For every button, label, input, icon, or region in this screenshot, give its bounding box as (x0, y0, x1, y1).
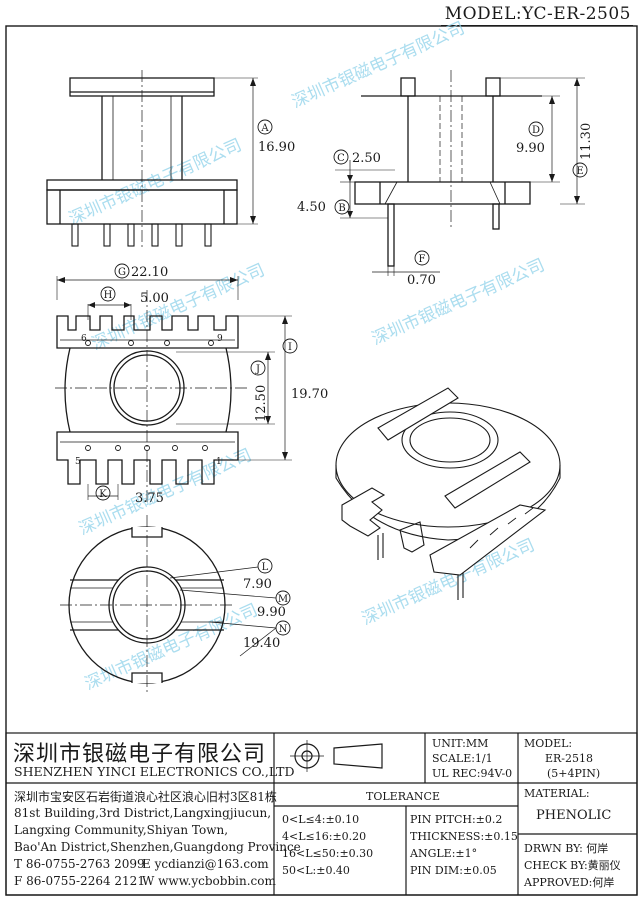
tolerance-left-4: 50<L:±0.40 (282, 864, 350, 877)
drawing-symbol (290, 740, 383, 772)
dimension-marker-c (333, 149, 349, 165)
dim-n-value: 19.40 (243, 636, 280, 651)
isometric-view (335, 387, 561, 600)
dim-f-value: 0.70 (407, 273, 436, 288)
dim-h-value: 5.00 (140, 291, 169, 306)
bottom-view (55, 276, 292, 505)
dim-m-value: 9.90 (257, 605, 286, 620)
watermark-text: 深圳市银磁电子有限公司 (66, 135, 245, 229)
side-view (335, 70, 585, 276)
tolerance-left-3: 16<L≤50:±0.30 (282, 847, 374, 860)
dimension-marker-g (114, 263, 130, 279)
dimension-marker-m (275, 590, 291, 606)
dim-i-value: 19.70 (291, 387, 328, 402)
drawn-by: DRWN BY: 何岸 (524, 842, 609, 855)
dim-b-letter: B (338, 203, 345, 214)
dim-e-letter: E (576, 166, 583, 177)
watermark-text: 深圳市银磁电子有限公司 (289, 18, 468, 112)
dimension-marker-b (334, 199, 350, 215)
dim-d-letter: D (532, 125, 540, 136)
tolerance-right-4: PIN DIM:±0.05 (410, 864, 497, 877)
model-pins: (5+4PIN) (547, 767, 601, 780)
tolerance-left-1: 0<L≤4:±0.10 (282, 813, 360, 826)
pin-label-9: 9 (217, 334, 223, 344)
dim-g-letter: G (118, 267, 126, 278)
tolerance-right-2: THICKNESS:±0.15 (410, 830, 518, 843)
tolerance-title: TOLERANCE (366, 790, 440, 803)
unit-label: UNIT:MM (432, 737, 489, 750)
dim-l-value: 7.90 (243, 577, 272, 592)
approved-by: APPROVED:何岸 (524, 876, 615, 889)
dim-f-letter: F (419, 254, 426, 265)
check-by: CHECK BY:黄丽仪 (524, 859, 621, 872)
model-label: MODEL: (524, 737, 573, 750)
address-line-2: 81st Building,3rd District,Langxingjiucu… (14, 806, 272, 820)
tolerance-left-2: 4<L≤16:±0.20 (282, 830, 367, 843)
dim-k-value: 3.75 (135, 491, 164, 506)
scale-label: SCALE:1/1 (432, 752, 493, 765)
front-view (46, 70, 258, 250)
company-name-cn: 深圳市银磁电子有限公司 (13, 742, 267, 767)
dim-m-letter: M (278, 594, 288, 605)
dimension-marker-k (95, 485, 111, 501)
email: E ycdianzi@163.com (142, 857, 269, 871)
dim-d-value: 9.90 (516, 141, 545, 156)
dim-g-value: 22.10 (131, 265, 168, 280)
address-line-4: Bao'An District,Shenzhen,Guangdong Provi… (14, 840, 301, 854)
dimension-marker-h (100, 286, 116, 302)
ul-rating: UL REC:94V-0 (432, 767, 513, 780)
dim-k-letter: K (99, 489, 107, 500)
dim-l-letter: L (262, 562, 269, 573)
tolerance-right-1: PIN PITCH:±0.2 (410, 813, 503, 826)
dim-h-letter: H (104, 290, 113, 301)
dim-j-value: 12.50 (254, 385, 269, 422)
dimension-marker-a (257, 119, 273, 135)
dimension-marker-d (528, 121, 544, 137)
dim-c-value: 2.50 (352, 151, 381, 166)
material-label: MATERIAL: (524, 787, 590, 800)
company-name-en: SHENZHEN YINCI ELECTRONICS CO.,LTD (14, 764, 295, 779)
dim-a-letter: A (260, 123, 269, 134)
address-line-1: 深圳市宝安区石岩街道浪心社区浪心旧村3区81栋 (14, 790, 277, 804)
material-value: PHENOLIC (536, 808, 612, 823)
dimension-marker-e (572, 162, 588, 178)
tolerance-right-3: ANGLE:±1° (410, 847, 478, 860)
pin-label-5: 5 (75, 457, 81, 467)
fax: F 86-0755-2264 2121 (14, 874, 145, 888)
telephone: T 86-0755-2763 2099 (14, 857, 145, 871)
address-line-3: Langxing Community,Shiyan Town, (14, 823, 229, 837)
dim-e-value: 11.30 (579, 123, 594, 160)
title-block-lines (5, 732, 638, 896)
dim-a-value: 16.90 (258, 140, 295, 155)
dim-b-value: 4.50 (297, 200, 326, 215)
dimension-marker-f (414, 250, 430, 266)
pin-label-1: 1 (216, 457, 222, 467)
top-view (60, 515, 277, 695)
website: W www.ycbobbin.com (142, 874, 276, 888)
dim-i-letter: I (288, 342, 292, 353)
model-value: ER-2518 (545, 752, 594, 765)
watermark-text: 深圳市银磁电子有限公司 (369, 255, 548, 349)
dimension-marker-n (275, 620, 291, 636)
dimension-marker-i (282, 338, 298, 354)
dim-c-letter: C (337, 153, 345, 164)
dim-n-letter: N (279, 624, 288, 635)
pin-label-6: 6 (81, 334, 87, 344)
dimension-marker-j (250, 360, 266, 376)
dim-j-letter: J (255, 364, 260, 375)
dimension-marker-l (257, 558, 273, 574)
